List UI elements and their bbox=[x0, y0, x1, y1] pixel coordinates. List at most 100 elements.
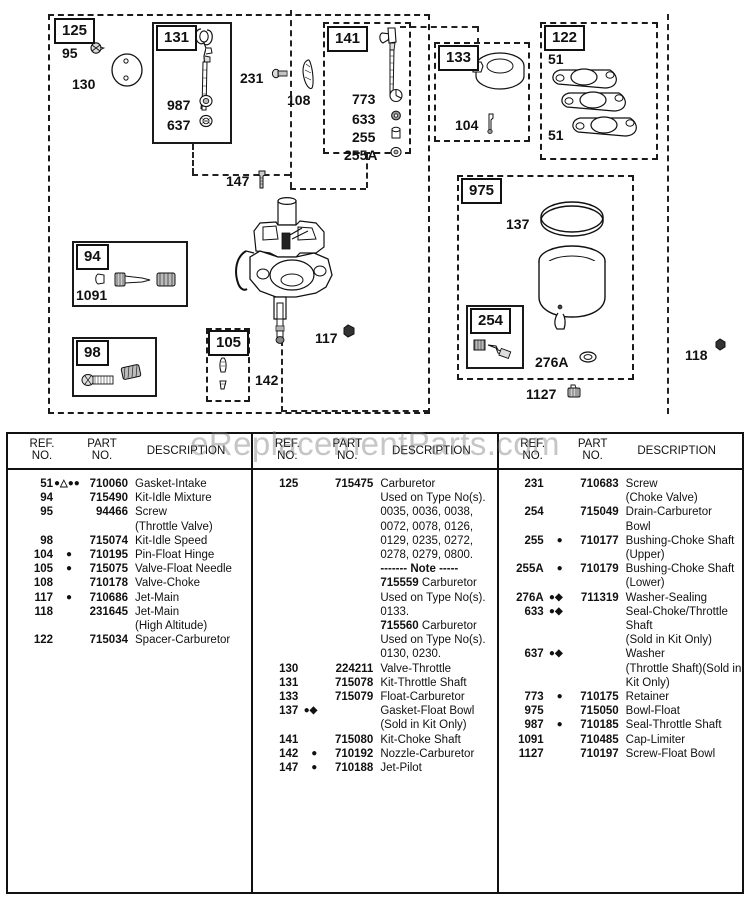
cell-description: Kit-Throttle Shaft bbox=[380, 676, 467, 689]
cell-description: Cap-Limiter bbox=[625, 733, 686, 746]
cell-part-no bbox=[317, 534, 373, 548]
cell-part-no bbox=[72, 520, 128, 534]
cell-mark-symbol bbox=[54, 505, 72, 519]
callout-tag-131: 131 bbox=[156, 25, 198, 51]
cell-part-no bbox=[563, 520, 619, 534]
table-row: 0072, 0078, 0126, bbox=[253, 520, 496, 534]
group-box-122 bbox=[540, 22, 658, 160]
inline-part-no: 715560 bbox=[380, 620, 419, 633]
cell-description: 715559 Carburetor bbox=[380, 577, 477, 590]
table-row: (Throttle Valve) bbox=[8, 520, 251, 534]
cell-description: Screw-Float Bowl bbox=[625, 747, 716, 760]
table-row: (Choke Valve) bbox=[499, 491, 742, 505]
label-987: 987 bbox=[167, 97, 191, 113]
cell-part-no bbox=[317, 605, 373, 619]
header-ref-line1: REF. bbox=[274, 438, 300, 450]
group-box-975 bbox=[457, 175, 634, 380]
callout-tag-105: 105 bbox=[208, 330, 250, 356]
cell-mark-symbol bbox=[545, 704, 563, 718]
cell-part-no bbox=[563, 605, 619, 619]
cell-mark-symbol: ●◆ bbox=[548, 591, 563, 603]
cell-part-no: 715034 bbox=[89, 634, 128, 647]
cell-mark-symbol bbox=[299, 576, 317, 590]
cell-description: (Throttle Valve) bbox=[135, 520, 213, 533]
cell-part-no: 710485 bbox=[580, 733, 619, 746]
cell-mark-symbol bbox=[299, 676, 317, 690]
part-105-float-needle-valve bbox=[215, 356, 235, 398]
cell-mark-symbol bbox=[545, 733, 563, 747]
cell-ref-no: 1091 bbox=[518, 733, 544, 746]
cell-mark-symbol bbox=[545, 491, 563, 505]
cell-ref-no bbox=[499, 576, 545, 590]
cell-part-no bbox=[317, 520, 373, 534]
cell-ref-no bbox=[499, 491, 545, 505]
callout-tag-254: 254 bbox=[470, 308, 512, 334]
cell-part-no: 710185 bbox=[580, 719, 619, 732]
part-255A-bushing-lower bbox=[389, 146, 403, 158]
diagram-divider bbox=[667, 14, 669, 414]
cell-mark-symbol bbox=[299, 662, 317, 676]
cell-mark-symbol bbox=[299, 605, 317, 619]
cell-mark-symbol bbox=[545, 548, 563, 562]
cell-ref-no: 98 bbox=[40, 534, 53, 547]
cell-description: Kit-Choke Shaft bbox=[380, 733, 461, 746]
cell-description: (High Altitude) bbox=[135, 620, 208, 633]
cell-ref-no: 133 bbox=[279, 691, 299, 704]
cell-mark-symbol bbox=[54, 605, 72, 619]
cell-description: Jet-Main bbox=[135, 591, 180, 604]
label-95: 95 bbox=[62, 45, 78, 61]
cell-description: (Sold in Kit Only) bbox=[380, 719, 467, 732]
label-108: 108 bbox=[287, 92, 311, 108]
cell-ref-no bbox=[8, 619, 54, 633]
cell-description: Valve-Throttle bbox=[380, 662, 452, 675]
table-row: 715559 Carburetor bbox=[253, 576, 496, 590]
cell-ref-no: 975 bbox=[524, 705, 544, 718]
label-147: 147 bbox=[226, 173, 250, 189]
cell-mark-symbol: ● bbox=[311, 762, 318, 774]
part-633-seal bbox=[390, 110, 402, 121]
cell-ref-no: 117 bbox=[34, 591, 53, 604]
cell-part-no bbox=[317, 505, 373, 519]
part-147-jet-pilot bbox=[256, 170, 268, 192]
table-row: 0130, 0230. bbox=[253, 647, 496, 661]
cell-ref-no: 105 bbox=[33, 563, 53, 576]
leader-131-horizontal bbox=[192, 174, 290, 176]
cell-ref-no: 633 bbox=[524, 605, 544, 618]
cell-ref-no: 231 bbox=[524, 478, 544, 490]
table-row: 633●◆Seal-Choke/Throttle bbox=[499, 605, 742, 619]
cell-mark-symbol bbox=[299, 477, 317, 491]
label-142: 142 bbox=[255, 372, 279, 388]
cell-part-no: 715075 bbox=[89, 563, 128, 576]
table-header-1: REF. NO. PART NO. DESCRIPTION bbox=[8, 434, 252, 470]
header-part-line1: PART bbox=[577, 438, 608, 450]
cell-mark-symbol: ● bbox=[65, 549, 72, 561]
parts-table-column-1: REF. NO. PART NO. DESCRIPTION 51●△●●7100… bbox=[8, 434, 252, 892]
table-row: Used on Type No(s). bbox=[253, 591, 496, 605]
leader-bottom-right bbox=[281, 410, 429, 412]
leader-133-stem bbox=[477, 26, 479, 44]
cell-description: Valve-Choke bbox=[135, 577, 200, 590]
carburetor-body-illustration bbox=[230, 195, 360, 345]
cell-ref-no: 122 bbox=[33, 634, 53, 647]
table-row: 715560 Carburetor bbox=[253, 619, 496, 633]
cell-mark-symbol bbox=[545, 576, 563, 590]
cell-part-no: 711319 bbox=[580, 591, 619, 604]
header-description-3: DESCRIPTION bbox=[637, 445, 716, 457]
leader-nozzle-down bbox=[281, 340, 283, 412]
cell-part-no: 710195 bbox=[89, 549, 128, 562]
cell-ref-no: 125 bbox=[279, 478, 299, 490]
cell-description: Screw bbox=[135, 506, 167, 519]
cell-part-no bbox=[563, 662, 619, 676]
header-ref-line2: NO. bbox=[277, 450, 298, 462]
callout-tag-122: 122 bbox=[544, 25, 586, 51]
cell-part-no: 710192 bbox=[334, 747, 374, 760]
header-part-line2: NO. bbox=[582, 450, 603, 462]
